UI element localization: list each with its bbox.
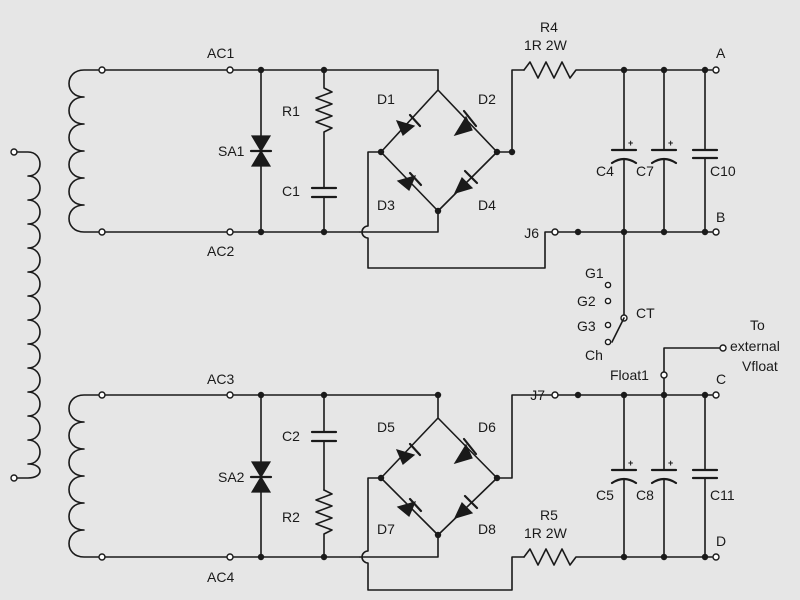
svg-text:+: + (668, 458, 673, 468)
ct-selector-switch: G1 G2 G3 Ch CT (577, 231, 655, 363)
j7-label: J7 (530, 387, 545, 403)
resistor-r5: R5 1R 2W (523, 507, 713, 566)
bridge-rectifier-upper: D1 D2 D3 D4 (377, 69, 516, 215)
diode-d3 (396, 171, 423, 191)
diode-d6 (453, 437, 478, 465)
ac4-label: AC4 (207, 569, 234, 585)
resistor-r1: R1 (282, 69, 333, 189)
diode-d8 (453, 494, 479, 519)
d5-label: D5 (377, 419, 395, 435)
capacitor-c10: C10 (691, 69, 736, 233)
r5-value: 1R 2W (524, 525, 568, 541)
float1-label: Float1 (610, 367, 649, 383)
d8-label: D8 (478, 521, 496, 537)
transformer-primary-winding (10, 148, 41, 482)
ac2-label: AC2 (207, 243, 234, 259)
label-a: A (716, 45, 726, 61)
d4-label: D4 (478, 197, 496, 213)
capacitor-c5: + C5 (596, 394, 638, 558)
diode-d1 (395, 113, 422, 136)
ext-label-2: external (730, 338, 780, 354)
d1-label: D1 (377, 91, 395, 107)
ac4-terminal (226, 553, 234, 561)
diode-d4 (453, 169, 479, 194)
terminal-a (712, 66, 720, 74)
surge-arrester-sa2: SA2 (218, 394, 273, 558)
svg-text:+: + (628, 138, 633, 148)
d7-label: D7 (377, 521, 395, 537)
primary-terminal-bottom (10, 474, 18, 482)
ac3-label: AC3 (207, 371, 234, 387)
ac1-label: AC1 (207, 45, 234, 61)
sa2-label: SA2 (218, 469, 245, 485)
terminal-j7 (551, 391, 559, 399)
d6-label: D6 (478, 419, 496, 435)
resistor-r4: R4 1R 2W (523, 19, 713, 79)
svg-text:+: + (668, 138, 673, 148)
capacitor-c8: + C8 (636, 394, 678, 558)
g1-label: G1 (585, 265, 604, 281)
diode-d5 (395, 442, 422, 465)
label-d: D (716, 533, 726, 549)
external-vfloat-terminal (719, 344, 727, 352)
label-b: B (716, 209, 725, 225)
d2-label: D2 (478, 91, 496, 107)
c8-label: C8 (636, 487, 654, 503)
diode-d7 (396, 497, 423, 517)
terminal-d (712, 553, 720, 561)
sa1-label: SA1 (218, 143, 245, 159)
label-c: C (716, 371, 726, 387)
terminal-b (712, 228, 720, 236)
d3-label: D3 (377, 197, 395, 213)
surge-arrester-sa1: SA1 (218, 69, 273, 233)
terminal-j6 (551, 228, 559, 236)
r5-label: R5 (540, 507, 558, 523)
svg-text:+: + (628, 458, 633, 468)
ct-label: CT (636, 305, 655, 321)
transformer-secondary-1 (68, 66, 106, 236)
transformer-secondary-2 (68, 391, 106, 561)
ext-label-1: To (750, 317, 765, 333)
r1-label: R1 (282, 103, 300, 119)
ch-label: Ch (585, 347, 603, 363)
g2-label: G2 (577, 293, 596, 309)
ac2-terminal (226, 228, 234, 236)
c7-label: C7 (636, 163, 654, 179)
c2-label: C2 (282, 428, 300, 444)
g1-terminal (604, 281, 612, 289)
ac3-terminal (226, 391, 234, 399)
capacitor-c1: C1 (282, 183, 338, 233)
c4-label: C4 (596, 163, 614, 179)
g3-label: G3 (577, 318, 596, 334)
capacitor-c11: C11 (691, 394, 735, 558)
ext-label-3: Vfloat (742, 358, 778, 374)
c1-label: C1 (282, 183, 300, 199)
ch-terminal (604, 338, 612, 346)
capacitor-c2: C2 (282, 394, 338, 491)
terminal-c (712, 391, 720, 399)
r4-label: R4 (540, 19, 558, 35)
r4-value: 1R 2W (524, 37, 568, 53)
r2-label: R2 (282, 509, 300, 525)
g3-terminal (604, 321, 612, 329)
capacitor-c4: + C4 (596, 69, 638, 233)
ac1-terminal (226, 66, 234, 74)
c10-label: C10 (710, 163, 736, 179)
bridge-rectifier-lower: D5 D6 D7 D8 (377, 391, 501, 539)
float1-terminal (660, 371, 668, 379)
primary-terminal-top (10, 148, 18, 156)
resistor-r2: R2 (282, 489, 333, 558)
c11-label: C11 (710, 487, 735, 503)
capacitor-c7: + C7 (636, 69, 678, 233)
float-connection: Float1 To external Vfloat (610, 317, 780, 396)
c5-label: C5 (596, 487, 614, 503)
g2-terminal (604, 297, 612, 305)
diode-d2 (453, 109, 478, 137)
j6-label: J6 (524, 225, 539, 241)
lower-supply: AC3 AC4 SA2 C2 R2 (104, 371, 735, 591)
upper-supply: AC1 AC2 SA1 R1 C1 (104, 19, 736, 269)
transformer (10, 66, 106, 561)
